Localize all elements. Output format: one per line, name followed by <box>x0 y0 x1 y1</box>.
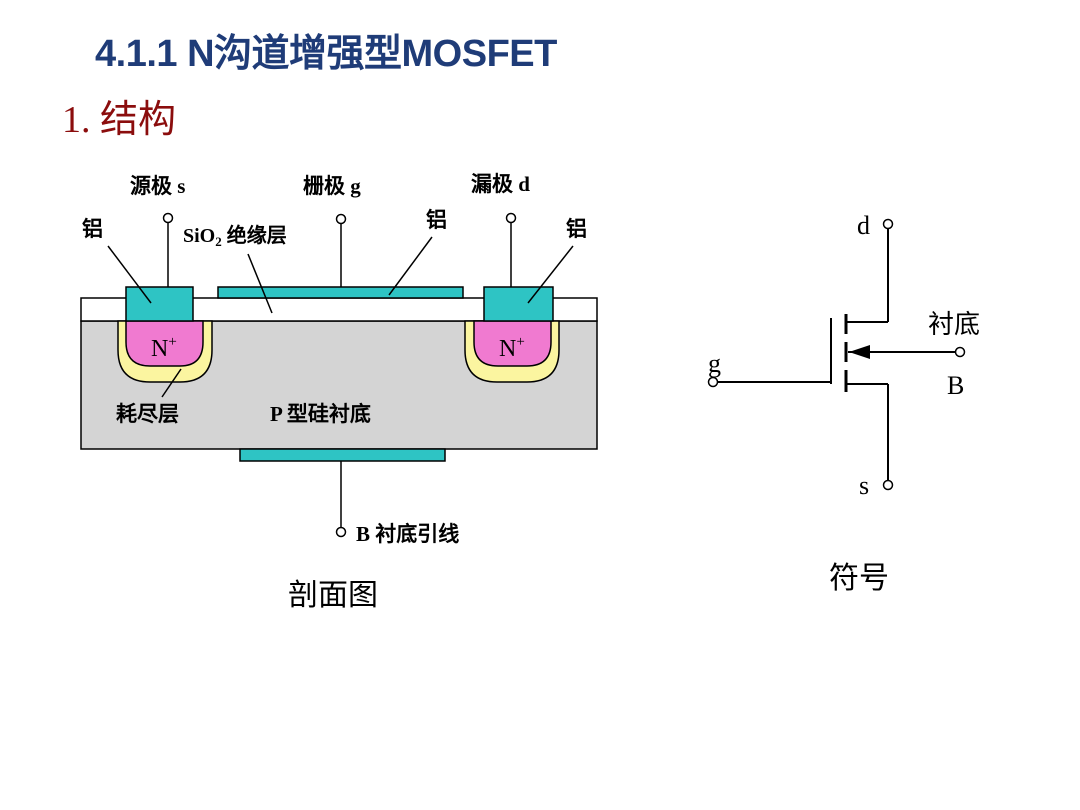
n-plus-region-left <box>125 320 204 367</box>
n-plus-label-right: N+ <box>499 334 525 362</box>
substrate-label: P 型硅衬底 <box>270 402 371 426</box>
symbol-b-label: B <box>947 371 964 400</box>
symbol-source-terminal <box>882 479 894 491</box>
symbol-g-label: g <box>708 349 721 378</box>
symbol-body-arrow <box>849 345 870 359</box>
symbol-gate-terminal <box>707 376 719 388</box>
pointer-depletion <box>161 368 182 398</box>
source-terminal <box>162 212 174 224</box>
body-lead-label: B 衬底引线 <box>356 522 459 546</box>
source-label: 源极 s <box>130 174 185 198</box>
mosfet-symbol <box>717 228 956 481</box>
symbol-d-label: d <box>857 211 870 240</box>
gate-label: 栅极 g <box>303 174 361 198</box>
gate-aluminum <box>217 286 464 299</box>
pointer-aluminum-mid <box>388 236 433 296</box>
section-heading: 1. 结构 <box>62 99 177 141</box>
gate-terminal <box>335 213 347 225</box>
sio2-label: SiO2 绝缘层 <box>183 223 287 249</box>
pointer-aluminum-left <box>107 245 152 304</box>
drain-label: 漏极 d <box>471 172 530 196</box>
aluminum-label-left: 铝 <box>82 217 103 241</box>
slide-title: 4.1.1 N沟道增强型MOSFET <box>95 33 557 75</box>
drain-aluminum-contact <box>483 286 554 322</box>
n-plus-region-right <box>473 320 552 367</box>
pointer-sio2 <box>247 253 273 314</box>
symbol-body-terminal <box>954 346 966 358</box>
body-aluminum-contact <box>239 448 446 462</box>
symbol-caption: 符号 <box>829 562 889 595</box>
symbol-s-label: s <box>859 471 869 500</box>
symbol-drain-terminal <box>882 218 894 230</box>
depletion-label: 耗尽层 <box>116 402 179 426</box>
source-aluminum-contact <box>125 286 194 322</box>
cross-section-diagram: 源极 s 栅极 g 漏极 d 铝 铝 铝 SiO2 绝缘层 N+ N+ 耗尽层 … <box>80 172 598 612</box>
pointer-aluminum-right <box>527 245 574 304</box>
cross-section-caption: 剖面图 <box>288 579 378 612</box>
drain-terminal <box>505 212 517 224</box>
aluminum-label-right: 铝 <box>566 217 587 241</box>
aluminum-label-mid: 铝 <box>426 208 447 232</box>
body-terminal <box>335 526 347 538</box>
n-plus-label-left: N+ <box>151 334 177 362</box>
symbol-substrate-label: 衬底 <box>928 310 980 339</box>
